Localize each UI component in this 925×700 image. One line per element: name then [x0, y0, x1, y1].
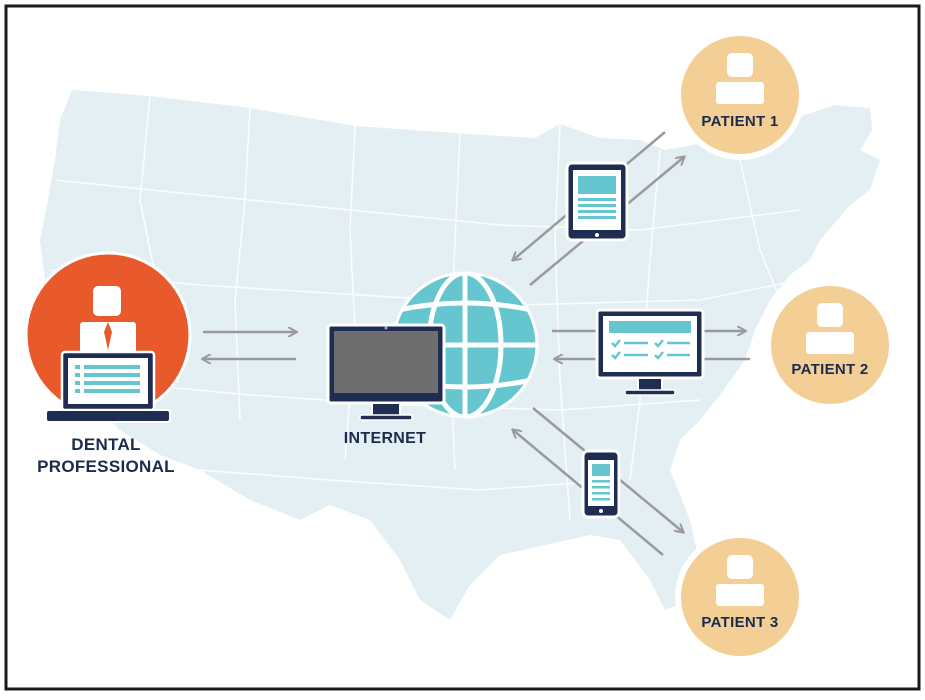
person-icon — [806, 303, 854, 354]
patient-2-node — [765, 280, 895, 410]
dental-internet-arrows — [203, 332, 296, 359]
patient-3-node — [675, 532, 805, 662]
patient-1-node — [675, 30, 805, 160]
person-icon — [80, 286, 136, 358]
dental-label-line1: DENTAL — [71, 435, 141, 454]
person-icon — [716, 53, 764, 104]
dental-professional-label: DENTAL PROFESSIONAL — [18, 434, 194, 478]
laptop-icon — [45, 350, 171, 423]
internet-label: INTERNET — [343, 430, 427, 447]
patient-3-label: PATIENT 3 — [701, 614, 779, 631]
monitor-icon — [326, 323, 446, 421]
person-icon — [716, 555, 764, 606]
dental-professional-node — [24, 251, 192, 423]
desktop-monitor-icon — [595, 308, 705, 396]
tablet-icon — [565, 161, 629, 242]
patient-2-label: PATIENT 2 — [791, 361, 869, 378]
patient-1-label: PATIENT 1 — [701, 113, 779, 130]
dental-label-line2: PROFESSIONAL — [37, 457, 175, 476]
phone-icon — [581, 449, 621, 519]
